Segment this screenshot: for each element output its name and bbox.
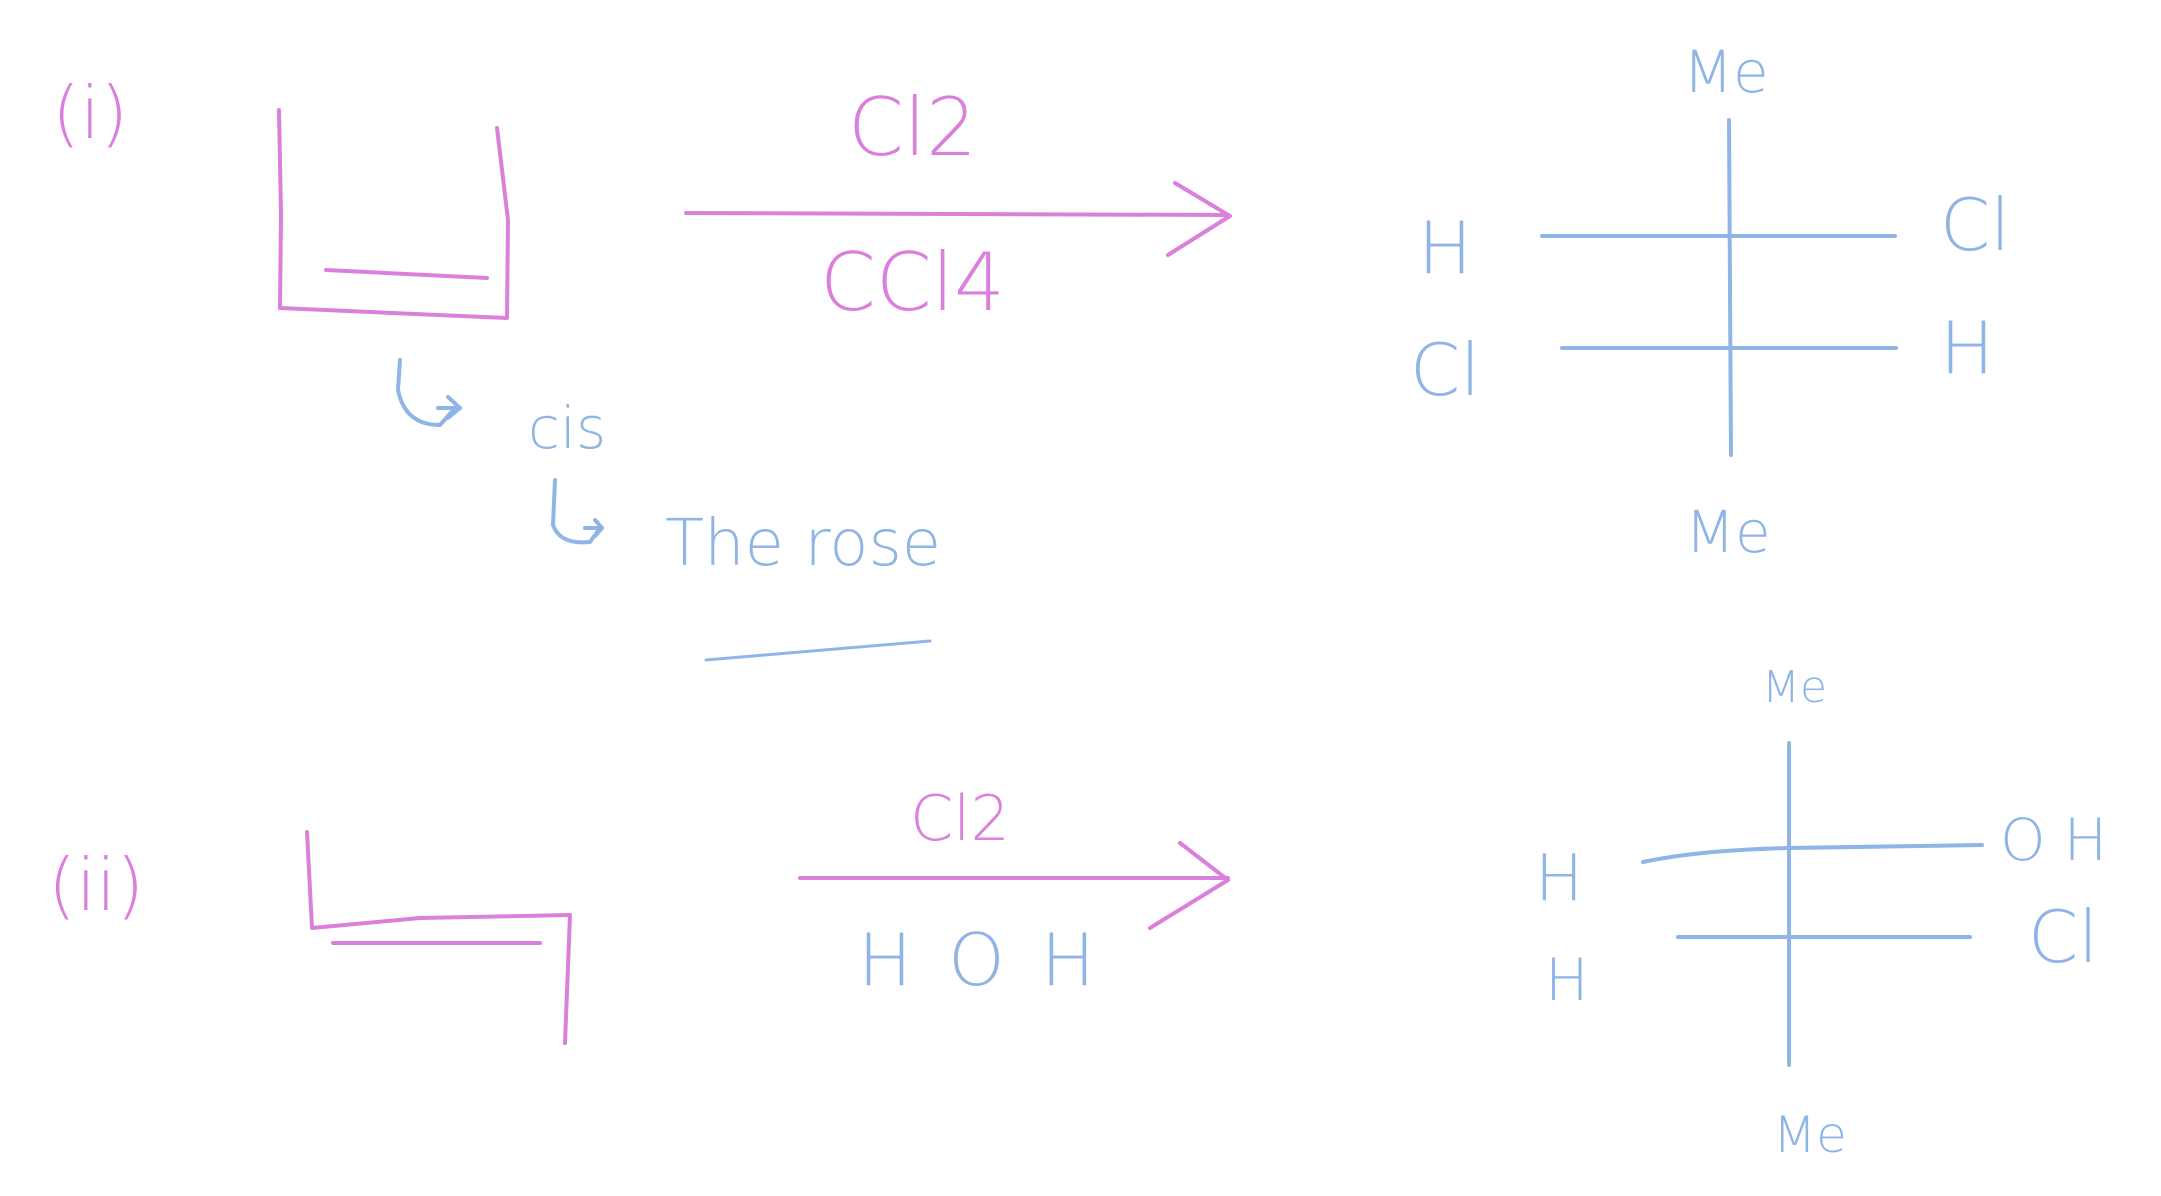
reaction-2-fischer-row1-right: OH [2000, 806, 2125, 874]
reaction-1-fischer-row1-left: H [1418, 206, 1472, 290]
reaction-1-arrow [684, 181, 1232, 257]
reaction-2-fischer-row2-right: Cl [2028, 895, 2098, 979]
reaction-2-reagent-bottom: HOH [858, 918, 1131, 1002]
reaction-2-fischer-bottom: Me [1773, 1106, 1847, 1164]
reaction-2-alkene-skeleton [305, 830, 572, 1045]
reaction-2-arrow [798, 841, 1230, 930]
reaction-1-fischer-bottom: Me [1685, 498, 1771, 566]
reaction-2-fischer-row2-left: H [1545, 946, 1589, 1014]
reaction-1-reagent-bottom: CCl4 [820, 236, 1005, 329]
reaction-1-alkene-skeleton [277, 108, 510, 320]
reaction-2-label: (ii) [48, 843, 144, 927]
reaction-1-note-threose: The rose [665, 507, 941, 581]
reaction-2-fischer-row-1 [1641, 843, 1984, 864]
reaction-1-fischer-top: Me [1683, 38, 1769, 106]
reaction-1-cis-hook [396, 358, 462, 427]
reaction-2-fischer-top: Me [1762, 662, 1827, 713]
reaction-2-reagent-top: Cl2 [910, 782, 1010, 855]
reaction-1-fischer-row2-right: H [1940, 306, 1994, 390]
reaction-1-label: (i) [52, 71, 128, 155]
reaction-1-double-bond [324, 268, 489, 280]
reaction-1-fischer-row2-left: Cl [1410, 328, 1480, 412]
reaction-2-fischer-row1-left: H [1535, 842, 1583, 916]
reaction-1-reagent-top: Cl2 [848, 81, 977, 174]
reaction-1-fischer-row1-right: Cl [1940, 183, 2010, 267]
reaction-1-threose-hook [551, 478, 604, 545]
reaction-1-note-cis: cis [528, 394, 606, 462]
reaction-1-fischer-vertical [1727, 118, 1733, 457]
reaction-1-underline [704, 639, 932, 662]
